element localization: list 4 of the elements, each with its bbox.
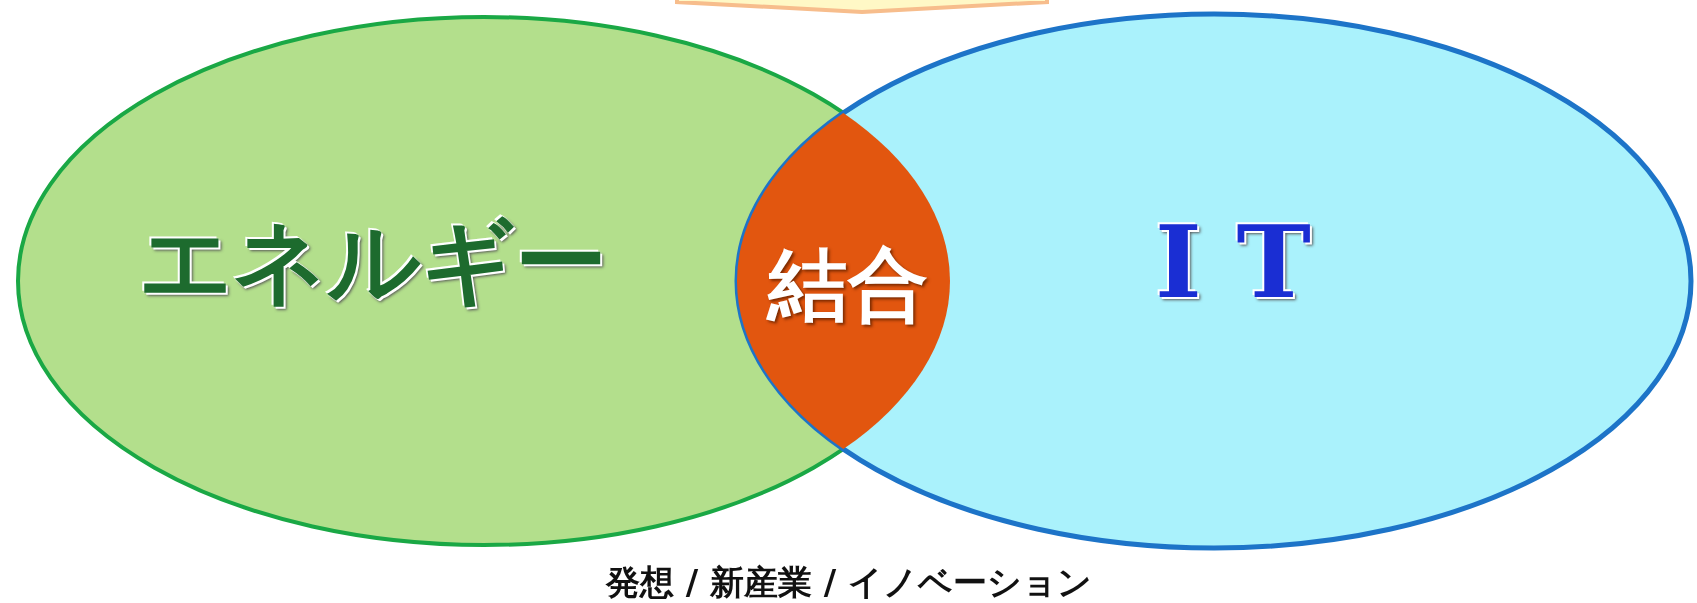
caption: 発想 / 新産業 / イノベーション: [605, 565, 1093, 599]
venn-label: エネルギー: [139, 216, 607, 308]
venn-label: 結合: [768, 245, 928, 325]
venn-label: I T: [1155, 212, 1311, 312]
